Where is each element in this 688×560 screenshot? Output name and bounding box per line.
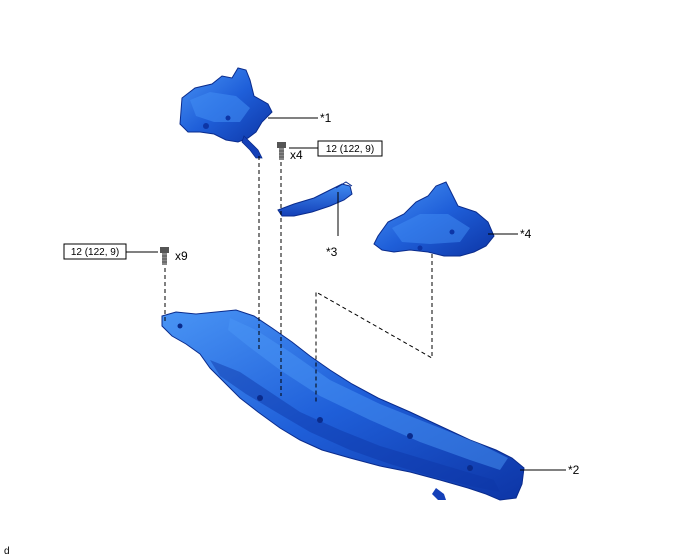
callout-part-3: *3 bbox=[326, 245, 338, 259]
bolt-upper-icon bbox=[277, 142, 286, 160]
quantity-left: x9 bbox=[175, 249, 188, 263]
torque-box-left: 12 (122, 9) bbox=[63, 243, 127, 260]
bolt-left-icon bbox=[160, 247, 169, 265]
figure-id: d bbox=[4, 546, 10, 557]
callout-part-4: *4 bbox=[520, 227, 532, 241]
leader-lines bbox=[268, 117, 566, 471]
part-2-panel bbox=[161, 309, 525, 501]
part-1-cover bbox=[179, 67, 273, 159]
torque-value-left: 12 (122, 9) bbox=[71, 247, 119, 258]
alignment-lines bbox=[164, 156, 433, 402]
part-3-bracket bbox=[277, 181, 353, 217]
callout-part-1: *1 bbox=[320, 111, 332, 125]
quantity-upper: x4 bbox=[290, 148, 303, 162]
part-4-cover bbox=[373, 181, 495, 257]
callout-part-2: *2 bbox=[568, 463, 580, 477]
torque-box-upper: 12 (122, 9) bbox=[317, 140, 383, 157]
torque-value-upper: 12 (122, 9) bbox=[326, 144, 374, 155]
